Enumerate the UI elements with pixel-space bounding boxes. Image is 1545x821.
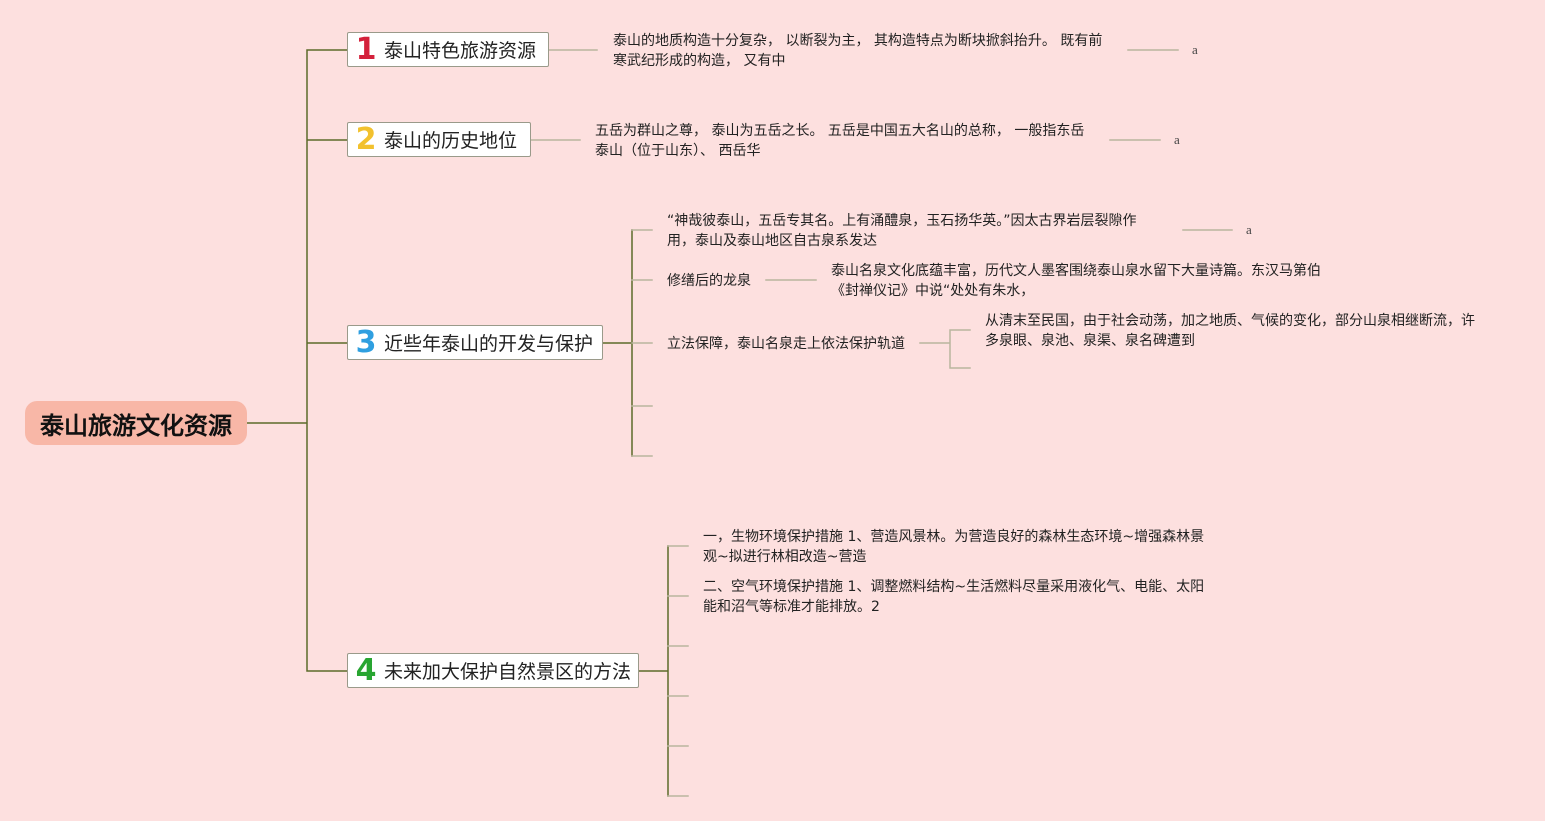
branch4-child-connectors: [667, 545, 689, 797]
root-topic-label: 泰山旅游文化资源: [40, 411, 232, 440]
branch-3-child-3[interactable]: 立法保障，泰山名泉走上依法保护轨道: [667, 334, 905, 354]
branch-2-note[interactable]: 五岳为群山之尊， 泰山为五岳之长。 五岳是中国五大名山的总称， 一般指东岳 泰山…: [595, 121, 1084, 161]
branch-3-child-1[interactable]: “神哉彼泰山，五岳专其名。上有涌醴泉，玉石扬华英。”因太古界岩层裂隙作 用，泰山…: [667, 211, 1137, 251]
branch-3-child-2[interactable]: 修缮后的龙泉: [667, 271, 751, 291]
branch-1-tail-label: a: [1192, 42, 1198, 57]
branch-3-child-3-note-line1: 从清末至民国，由于社会动荡，加之地质、气候的变化，部分山泉相继断流，许: [985, 313, 1475, 329]
branch-3-child-2-note[interactable]: 泰山名泉文化底蕴丰富，历代文人墨客围绕泰山泉水留下大量诗篇。东汉马第伯 《封禅仪…: [831, 261, 1321, 301]
branch4-connector: [638, 545, 669, 797]
branch-4-child-2[interactable]: 二、空气环境保护措施 1、调整燃料结构~生活燃料尽量采用液化气、电能、太阳 能和…: [703, 577, 1204, 617]
branch-3-child-2-note-line1: 泰山名泉文化底蕴丰富，历代文人墨客围绕泰山泉水留下大量诗篇。东汉马第伯: [831, 263, 1321, 279]
branch-4-child-2-line1: 二、空气环境保护措施 1、调整燃料结构~生活燃料尽量采用液化气、电能、太阳: [703, 579, 1205, 595]
branch-3-child-3-label: 立法保障，泰山名泉走上依法保护轨道: [667, 336, 905, 352]
number-1-badge: 1: [355, 31, 377, 67]
branch-3-label: 近些年泰山的开发与保护: [384, 333, 594, 355]
branch-2-note-line1: 五岳为群山之尊， 泰山为五岳之长。 五岳是中国五大名山的总称， 一般指东岳: [595, 123, 1085, 139]
branch-3-topic[interactable]: 3 近些年泰山的开发与保护: [347, 325, 603, 360]
branch-4-topic[interactable]: 4 未来加大保护自然景区的方法: [347, 653, 639, 688]
branch-2-note-line2: 泰山（位于山东）、 西岳华: [595, 143, 761, 159]
branch-2-label: 泰山的历史地位: [384, 130, 518, 152]
branch-1-note-line2: 寒武纪形成的构造， 又有中: [613, 53, 786, 69]
number-2-badge: 2: [355, 121, 377, 157]
branch-1-note-line1: 泰山的地质构造十分复杂， 以断裂为主， 其构造特点为断块掀斜抬升。 既有前: [613, 33, 1103, 49]
branch-4-child-1[interactable]: 一，生物环境保护措施 1、营造风景林。为营造良好的森林生态环境~增强森林景 观~…: [703, 527, 1204, 567]
branch-2-topic[interactable]: 2 泰山的历史地位: [347, 122, 531, 157]
branch-3-child-1-line2: 用，泰山及泰山地区自古泉系发达: [667, 233, 877, 249]
branch-4-child-1-line1: 一，生物环境保护措施 1、营造风景林。为营造良好的森林生态环境~增强森林景: [703, 529, 1205, 545]
branch-3-child-3-note[interactable]: 从清末至民国，由于社会动荡，加之地质、气候的变化，部分山泉相继断流，许 多泉眼、…: [985, 311, 1475, 351]
branch-4-child-2-line2: 能和沼气等标准才能排放。2: [703, 599, 880, 615]
branch-1-label: 泰山特色旅游资源: [384, 40, 537, 62]
root-topic[interactable]: 泰山旅游文化资源: [25, 401, 247, 445]
branch-1-topic[interactable]: 1 泰山特色旅游资源: [347, 32, 549, 67]
branch-1-note[interactable]: 泰山的地质构造十分复杂， 以断裂为主， 其构造特点为断块掀斜抬升。 既有前 寒武…: [613, 31, 1102, 71]
number-4-badge: 4: [355, 652, 377, 688]
number-3-badge: 3: [355, 324, 377, 360]
branch-3-child-1-line1: “神哉彼泰山，五岳专其名。上有涌醴泉，玉石扬华英。”因太古界岩层裂隙作: [667, 213, 1137, 229]
branch-4-child-1-line2: 观~拟进行林相改造~营造: [703, 549, 867, 565]
branch3-child-connectors: [631, 229, 1233, 457]
branch-3-child-1-tail-label: a: [1246, 222, 1252, 237]
branch-2-tail-label: a: [1174, 132, 1180, 147]
branch3-connector: [602, 229, 633, 457]
branch-3-child-2-note-line2: 《封禅仪记》中说“处处有朱水，: [831, 283, 1035, 299]
branch-3-child-2-label: 修缮后的龙泉: [667, 273, 751, 289]
root-connector: [246, 49, 348, 672]
branch-4-label: 未来加大保护自然景区的方法: [384, 661, 632, 683]
branch-3-child-3-note-line2: 多泉眼、泉池、泉渠、泉名碑遭到: [985, 333, 1195, 349]
